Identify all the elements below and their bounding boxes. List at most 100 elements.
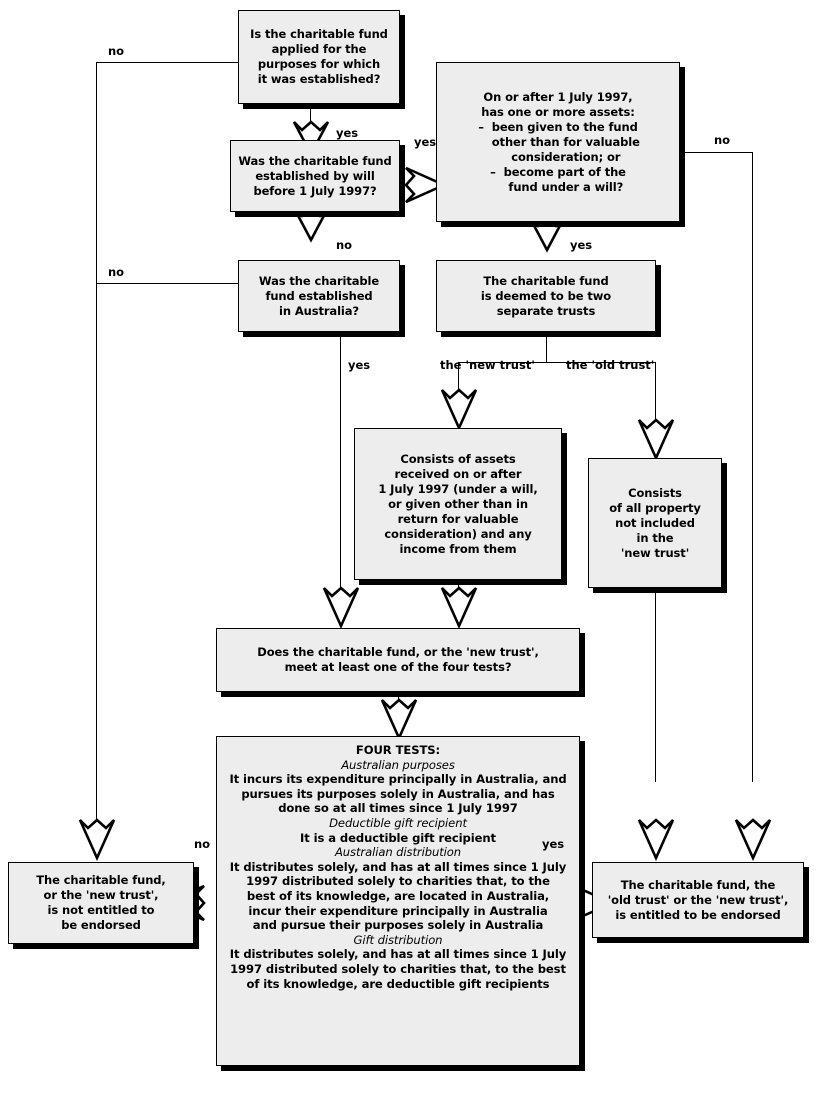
four-tests-heading: FOUR TESTS: (355, 743, 441, 757)
text-line: of all property (609, 500, 701, 515)
label-tests-yes: yes (542, 837, 565, 851)
arrowhead-newtrust-to-q5 (440, 586, 478, 630)
text-line: applied for the (271, 42, 367, 56)
text-line: Was the charitable fund (238, 153, 392, 168)
text-line: is entitled to be endorsed (615, 907, 781, 922)
text-line: Consists (628, 485, 682, 500)
text-line: separate trusts (496, 303, 596, 318)
four-tests-item-line: 1997 distributed solely to charities tha… (230, 961, 566, 976)
text-line: before 1 July 1997? (253, 183, 377, 198)
node-entitled-text: The charitable fund, the'old trust' or t… (599, 878, 797, 923)
text-line: 'old trust' or the 'new trust', (607, 892, 789, 907)
label-q1-yes: yes (336, 126, 359, 140)
text-line: has one or more assets: (481, 104, 635, 119)
edge-oldtrust-v (655, 362, 656, 426)
text-line: fund established (265, 288, 373, 303)
text-line: Is the charitable fund (250, 27, 388, 41)
edge-newtrust-v (458, 362, 459, 396)
arrowhead-newtrust (440, 388, 478, 432)
arrowhead-q4-no-to-endorsed (734, 818, 772, 862)
text-line: Does the charitable fund, or the 'new tr… (257, 645, 539, 659)
text-line: 'new trust' (620, 545, 690, 560)
label-split-old-trust: the 'old trust' (566, 358, 655, 372)
node-not-entitled[interactable]: The charitable fund,or the 'new trust',i… (8, 862, 194, 944)
arrowhead-oldtrust (637, 418, 675, 462)
four-tests-item-line: and pursue their purposes solely in Aust… (252, 918, 544, 933)
arrowhead-q2-no (292, 206, 330, 243)
node-q4[interactable]: On or after 1 July 1997,has one or more … (436, 62, 680, 222)
arrowhead-q4-yes (528, 216, 566, 253)
four-tests-item-line: of its knowledge, are deductible gift re… (246, 976, 550, 991)
text-line: consideration; or (495, 149, 621, 164)
text-line: not included (615, 515, 695, 530)
four-tests-item-title: Australian purposes (341, 757, 455, 772)
four-tests-item-line: It is a deductible gift recipient (300, 830, 496, 845)
four-tests-item-line: It distributes solely, and has at all ti… (229, 947, 567, 962)
edge-q3-no-h (96, 283, 238, 284)
edge-q1-no-v (96, 62, 97, 842)
text-line: or the 'new trust', (43, 888, 159, 902)
four-tests-item-line: It distributes solely, and has at all ti… (229, 859, 567, 874)
arrowhead-no-to-not-endorsed (78, 818, 116, 862)
text-line: The charitable fund, (36, 873, 166, 887)
label-tests-no: no (194, 837, 211, 851)
four-tests-item-line: 1997 distributed solely to charities tha… (246, 874, 550, 889)
four-tests-item-line: done so at all times since 1 July 1997 (278, 801, 518, 816)
node-q5-text: Does the charitable fund, or the 'new tr… (223, 645, 573, 675)
label-split-new-trust: the 'new trust' (440, 358, 535, 372)
four-tests-item-line: best of its knowledge, are located in Au… (246, 888, 550, 903)
edge-oldtrust-endorsed-v (655, 588, 656, 782)
label-q2-yes: yes (414, 135, 437, 149)
label-q3-no: no (108, 265, 125, 279)
edge-q1-no-h (96, 62, 238, 63)
four-tests-item-line: It incurs its expenditure principally in… (229, 772, 567, 787)
edge-deemed-stem (546, 332, 547, 362)
arrowhead-q3-yes-to-q5 (322, 586, 360, 630)
text-line: The charitable fund (483, 273, 609, 288)
node-not-entitled-text: The charitable fund,or the 'new trust',i… (15, 873, 187, 933)
edge-q1-yes-v (310, 104, 311, 126)
text-line: in the (636, 530, 674, 545)
four-tests-item-title: Gift distribution (353, 932, 443, 947)
arrowhead-oldtrust-to-endorsed (637, 818, 675, 862)
text-line: meet at least one of the four tests? (284, 660, 512, 674)
label-q4-no: no (714, 133, 731, 147)
node-q4-text: On or after 1 July 1997,has one or more … (443, 90, 673, 195)
text-line: be endorsed (61, 918, 141, 932)
label-q4-yes: yes (570, 238, 593, 252)
text-line: in Australia? (278, 303, 359, 318)
four-tests-item-line: incur their expenditure principally in A… (248, 903, 548, 918)
edge-q4-no-v (752, 152, 753, 782)
text-line: consideration) and any (384, 526, 532, 541)
text-line: – been given to the fund (478, 119, 638, 134)
text-line: return for valuable (397, 511, 519, 526)
text-line: purposes for which (257, 57, 381, 71)
text-line: other than for valuable (476, 134, 640, 149)
text-line: On or after 1 July 1997, (483, 89, 633, 104)
four-tests-item-line: pursues its purposes solely in Australia… (241, 786, 555, 801)
four-tests-item-title: Deductible gift recipient (329, 815, 467, 830)
edge-q3-yes-v (340, 332, 341, 594)
text-line: The charitable fund, the (620, 877, 776, 892)
text-line: 1 July 1997 (under a will, (378, 481, 538, 496)
text-line: is deemed to be two (480, 288, 612, 303)
node-entitled[interactable]: The charitable fund, the'old trust' or t… (592, 862, 804, 938)
text-line: fund under a will? (492, 179, 624, 194)
text-line: – become part of the (490, 164, 626, 179)
label-q3-yes: yes (348, 358, 371, 372)
label-q2-no: no (336, 238, 353, 252)
node-q5-four-tests-question[interactable]: Does the charitable fund, or the 'new tr… (216, 628, 580, 692)
